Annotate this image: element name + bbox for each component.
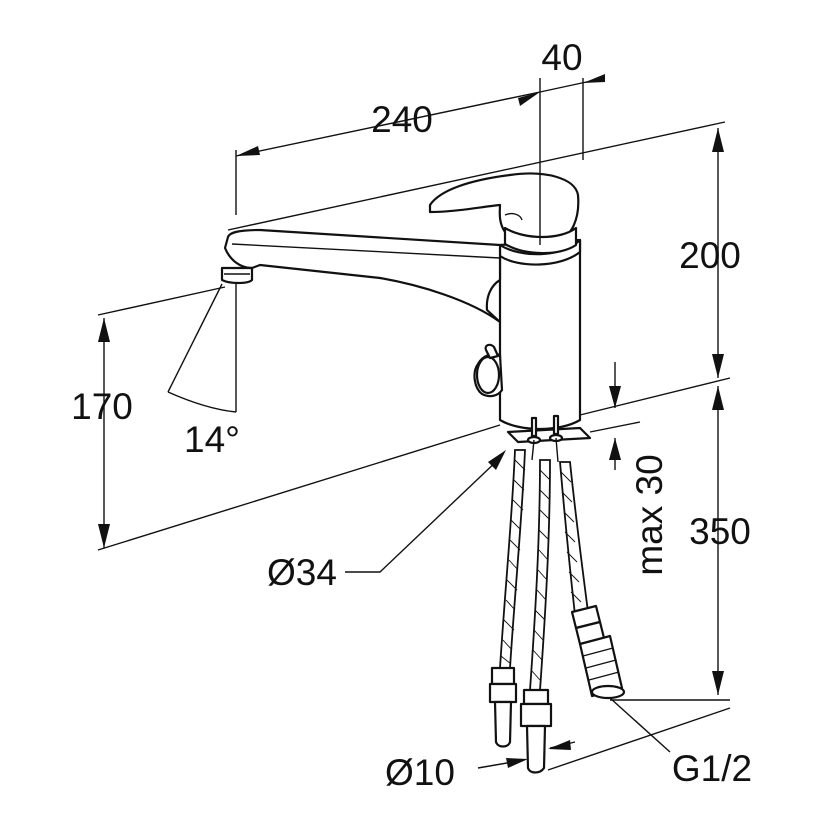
dim-240-label: 240 [371,99,433,140]
dim-200-label: 200 [679,235,741,276]
dim-hole-diameter-label: Ø34 [267,552,337,593]
dim-170-label: 170 [71,386,133,427]
faucet-illustration [220,172,592,445]
dim-max-deck-label: max 30 [629,454,670,575]
dimension-lines [97,74,731,771]
dim-40-label: 40 [541,37,582,78]
dim-350-label: 350 [689,511,751,552]
angle-label: 14° [184,419,240,460]
thread-label: G1/2 [672,748,752,789]
dim-hose-diameter-label: Ø10 [385,752,455,793]
supply-hoses [488,437,626,774]
